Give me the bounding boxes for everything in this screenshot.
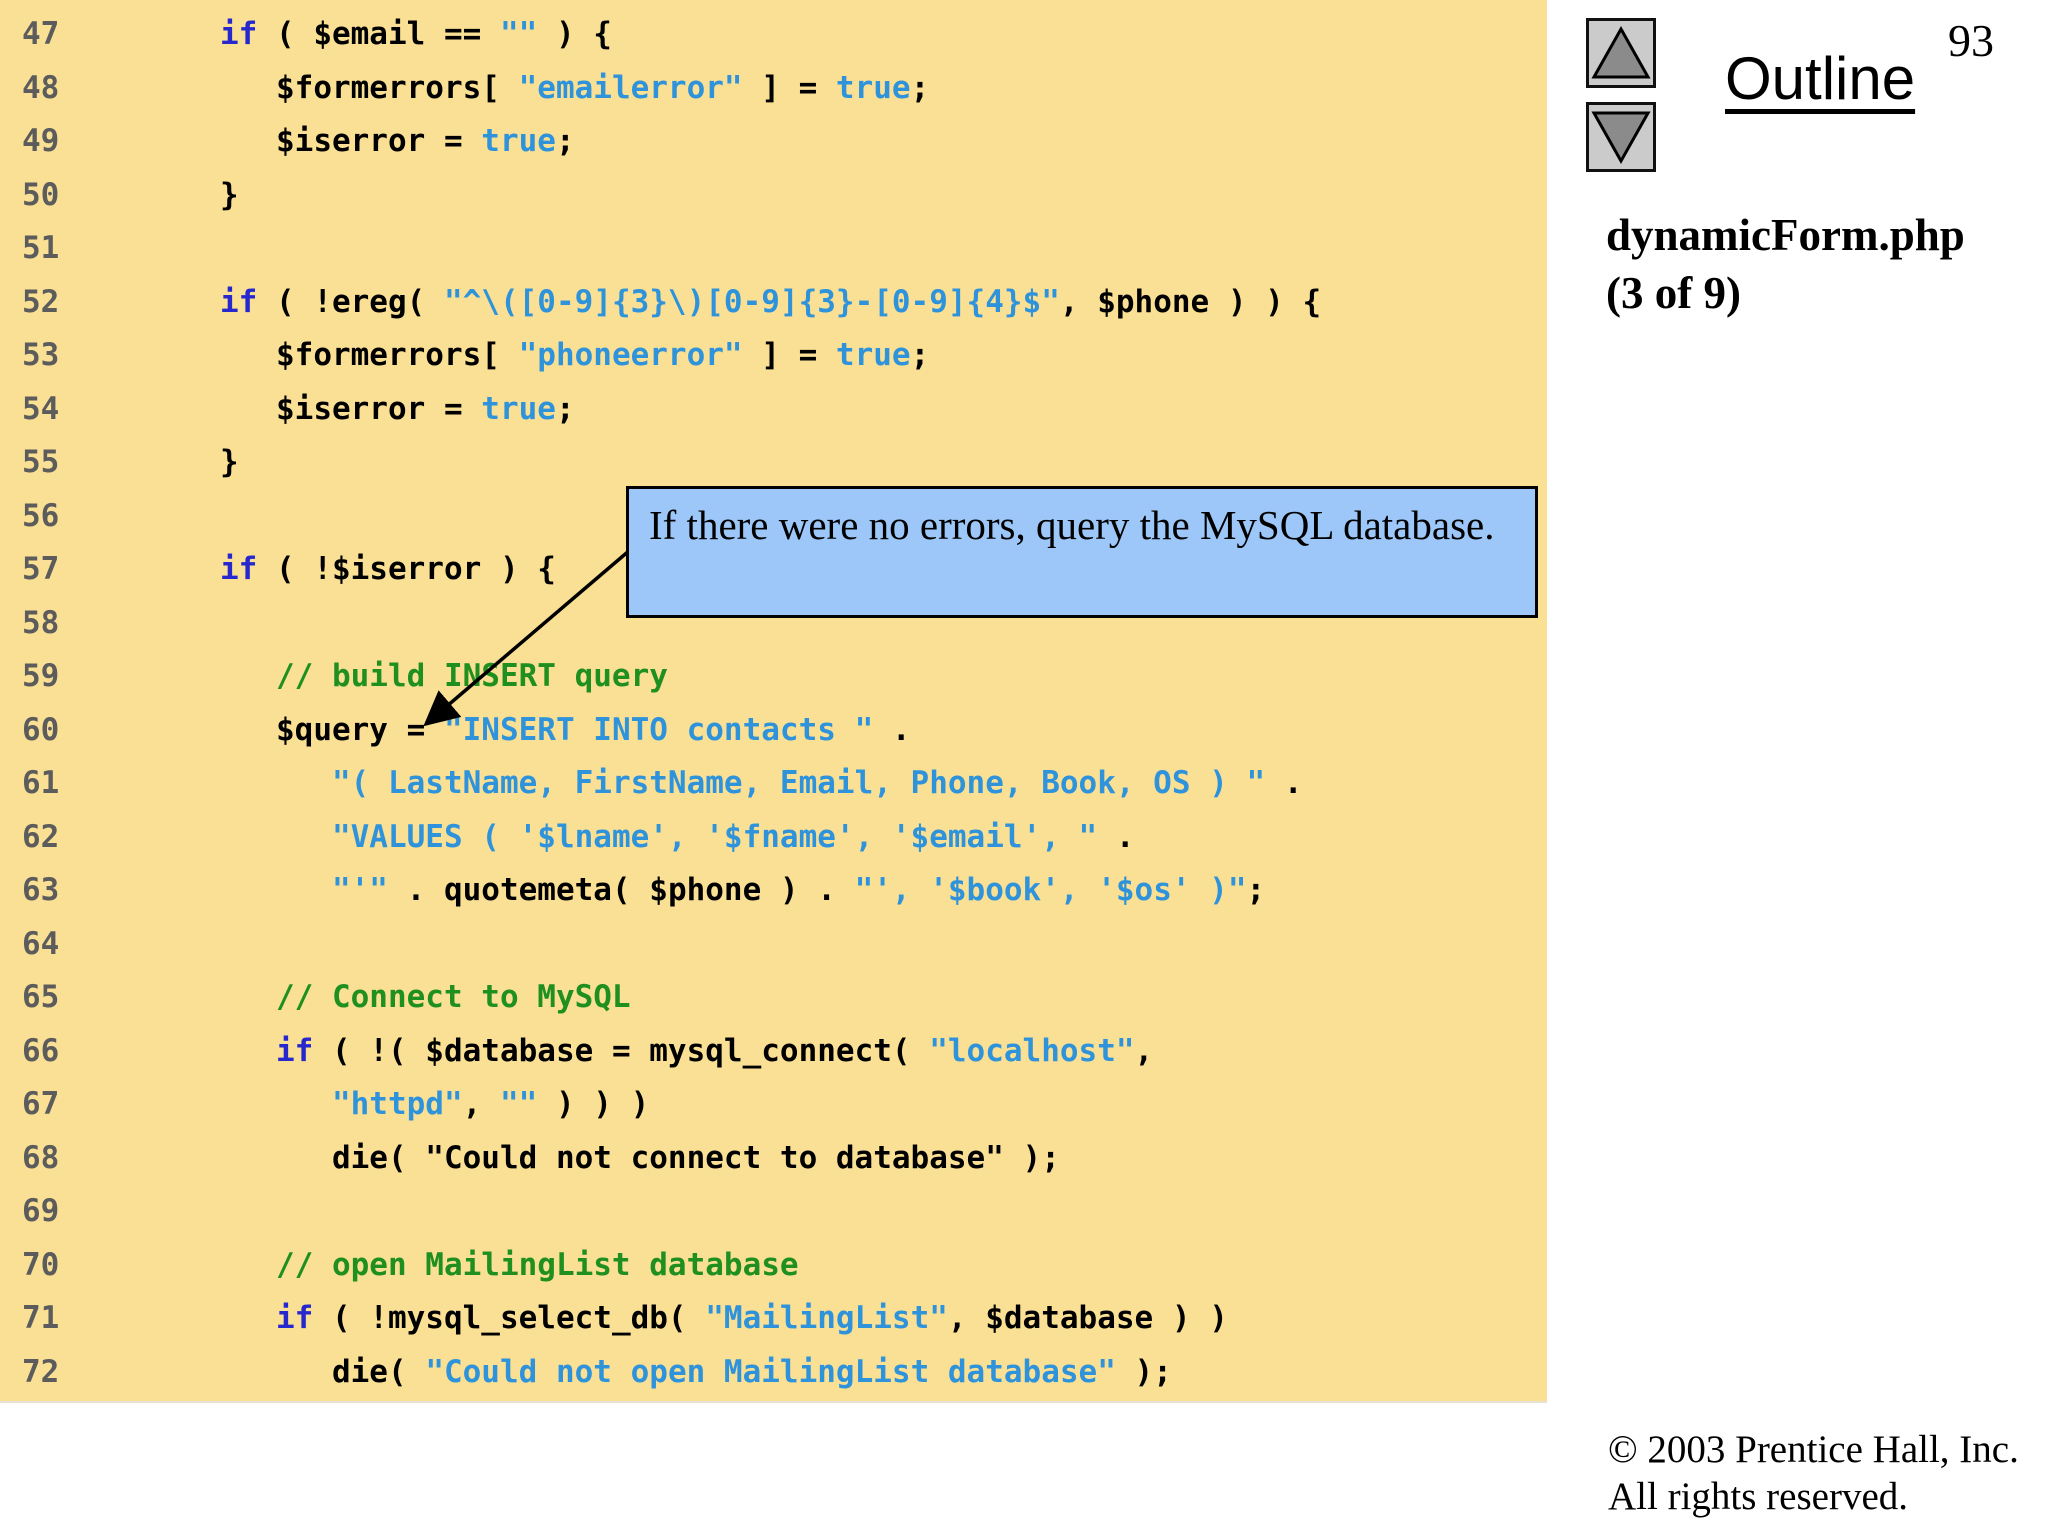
code-line-52: 52 if ( !ereg( "^\([0-9]{3}\)[0-9]{3}-[0-…: [0, 276, 1547, 330]
code-text: $formerrors[ "phoneerror" ] = true;: [220, 337, 930, 373]
code-text: if ( !$iserror ) {: [220, 551, 556, 587]
line-number: 67: [22, 1086, 60, 1122]
code-line-50: 50}: [0, 169, 1547, 223]
line-number: 64: [22, 925, 60, 962]
code-line-67: 67 "httpd", "" ) ) ): [0, 1078, 1547, 1132]
code-text: // build INSERT query: [220, 658, 668, 694]
code-line-69: 69: [0, 1185, 1547, 1239]
line-number: 60: [22, 711, 60, 748]
page-number: 93: [1948, 15, 1994, 66]
line-number: 58: [22, 604, 60, 641]
line-number: 61: [22, 765, 60, 801]
callout-text: If there were no errors, query the MySQL…: [649, 502, 1495, 548]
line-number: 70: [22, 1246, 60, 1283]
line-number: 62: [22, 818, 60, 855]
code-text: if ( !ereg( "^\([0-9]{3}\)[0-9]{3}-[0-9]…: [220, 283, 1322, 320]
code-line-72: 72 die( "Could not open MailingList data…: [0, 1346, 1547, 1400]
copyright-line1: © 2003 Prentice Hall, Inc.: [1608, 1428, 2019, 1471]
code-line-68: 68 die( "Could not connect to database" …: [0, 1132, 1547, 1186]
line-number: 63: [22, 872, 60, 908]
line-number: 71: [22, 1300, 60, 1336]
line-number: 69: [22, 1193, 60, 1229]
code-text: "( LastName, FirstName, Email, Phone, Bo…: [331, 765, 1303, 801]
code-text: if ( $email == "" ) {: [220, 16, 612, 52]
line-number: 52: [22, 283, 60, 320]
code-line-53: 53 $formerrors[ "phoneerror" ] = true;: [0, 329, 1547, 383]
line-number: 57: [22, 551, 60, 587]
code-text: "VALUES ( '$lname', '$fname', '$email', …: [331, 818, 1135, 855]
line-number: 65: [22, 979, 60, 1015]
line-number: 72: [22, 1353, 60, 1390]
code-text: die( "Could not open MailingList databas…: [220, 1353, 1172, 1390]
line-number: 48: [22, 69, 60, 106]
code-text: "httpd", "" ) ) ): [331, 1086, 650, 1122]
code-line-55: 55}: [0, 436, 1547, 490]
code-text: if ( !( $database = mysql_connect( "loca…: [276, 1032, 1154, 1069]
code-text: $iserror = true;: [220, 390, 575, 427]
code-line-64: 64: [0, 918, 1547, 972]
line-number: 55: [22, 444, 60, 480]
code-line-51: 51: [0, 222, 1547, 276]
line-number: 51: [22, 230, 60, 266]
outline-heading[interactable]: Outline: [1725, 45, 1916, 112]
up-arrow-icon: [1591, 25, 1651, 79]
code-line-61: 61 "( LastName, FirstName, Email, Phone,…: [0, 757, 1547, 811]
line-number: 56: [22, 497, 60, 534]
code-line-54: 54 $iserror = true;: [0, 383, 1547, 437]
file-label: dynamicForm.php (3 of 9): [1606, 206, 2046, 322]
line-number: 53: [22, 337, 60, 373]
code-text: }: [220, 176, 239, 213]
code-line-60: 60 $query = "INSERT INTO contacts " .: [0, 704, 1547, 758]
scroll-up-button[interactable]: [1586, 18, 1656, 88]
line-number: 54: [22, 390, 60, 427]
line-number: 66: [22, 1032, 60, 1069]
code-line-58: 58: [0, 597, 1547, 651]
code-text: $iserror = true;: [220, 123, 575, 159]
line-number: 68: [22, 1139, 60, 1176]
file-label-line2: (3 of 9): [1606, 268, 1741, 318]
copyright: © 2003 Prentice Hall, Inc. All rights re…: [1608, 1426, 2038, 1520]
code-line-47: 47 if ( $email == "" ) {: [0, 8, 1547, 62]
line-number: 49: [22, 123, 60, 159]
code-text: "'" . quotemeta( $phone ) . "', '$book',…: [331, 872, 1266, 908]
code-text: if ( !mysql_select_db( "MailingList", $d…: [276, 1300, 1228, 1336]
copyright-line2: All rights reserved.: [1608, 1475, 1909, 1518]
line-number: 47: [22, 16, 60, 52]
callout-box: If there were no errors, query the MySQL…: [626, 486, 1538, 618]
code-line-56: 56: [0, 490, 1547, 544]
line-number: 50: [22, 176, 60, 213]
code-listing: 47 if ( $email == "" ) { 48 $formerrors[ "…: [0, 8, 1547, 1399]
code-text: }: [220, 444, 239, 480]
code-line-59: 59 // build INSERT query: [0, 650, 1547, 704]
code-text: // open MailingList database: [220, 1246, 799, 1283]
code-line-65: 65 // Connect to MySQL: [0, 971, 1547, 1025]
line-number: 59: [22, 658, 60, 694]
code-text: $query = "INSERT INTO contacts " .: [220, 711, 911, 748]
code-line-70: 70 // open MailingList database: [0, 1239, 1547, 1293]
down-arrow-icon: [1591, 111, 1651, 165]
code-line-49: 49 $iserror = true;: [0, 115, 1547, 169]
code-line-66: 66 if ( !( $database = mysql_connect( "l…: [0, 1025, 1547, 1079]
scroll-down-button[interactable]: [1586, 102, 1656, 172]
file-label-line1: dynamicForm.php: [1606, 210, 1965, 260]
code-line-62: 62 "VALUES ( '$lname', '$fname', '$email…: [0, 811, 1547, 865]
code-text: // Connect to MySQL: [220, 979, 631, 1015]
code-text: $formerrors[ "emailerror" ] = true;: [220, 69, 930, 106]
code-line-63: 63 "'" . quotemeta( $phone ) . "', '$boo…: [0, 864, 1547, 918]
code-panel: 47 if ( $email == "" ) { 48 $formerrors[ "…: [0, 0, 1547, 1403]
code-line-48: 48 $formerrors[ "emailerror" ] = true;: [0, 62, 1547, 116]
code-line-71: 71 if ( !mysql_select_db( "MailingList",…: [0, 1292, 1547, 1346]
code-text: die( "Could not connect to database" );: [220, 1139, 1060, 1176]
